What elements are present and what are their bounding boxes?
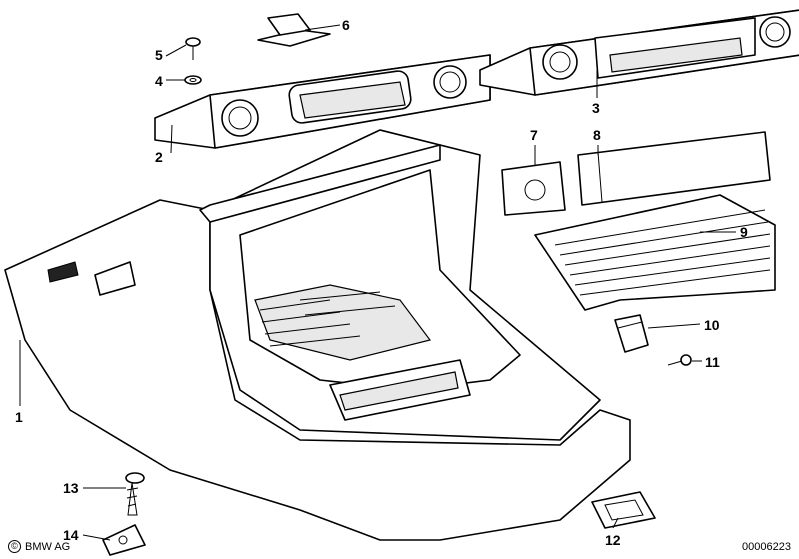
screw-part-11: [667, 354, 692, 366]
copyright-icon: ©: [8, 540, 21, 553]
callout-2: 2: [155, 149, 163, 165]
rear-bezel-part: [479, 9, 799, 96]
leader-lines: [19, 24, 736, 541]
callout-4: 4: [155, 73, 163, 89]
strip-part-8: [577, 131, 771, 206]
brand-name: BMW AG: [25, 540, 71, 553]
bracket-part-12: [591, 491, 656, 529]
copyright-notice: © BMW AG: [8, 540, 70, 553]
callout-3: 3: [592, 100, 600, 116]
washer-part-4: [184, 75, 202, 85]
screw-part-13: [125, 472, 145, 516]
callout-9: 9: [740, 224, 748, 240]
callout-labels: 1 2 3 4 5 6 7 8 9 10 11 12 13 14: [15, 17, 748, 548]
callout-8: 8: [593, 127, 601, 143]
knob-part-10: [614, 314, 649, 353]
callout-5: 5: [155, 47, 163, 63]
callout-1: 1: [15, 409, 23, 425]
clip-part-14: [102, 524, 146, 556]
callout-11: 11: [705, 354, 720, 370]
front-bezel-part: [154, 54, 491, 149]
callout-13: 13: [63, 480, 79, 496]
callout-10: 10: [704, 317, 720, 333]
callout-7: 7: [530, 127, 538, 143]
callout-12: 12: [605, 532, 621, 548]
screw-part-5: [185, 37, 201, 60]
callout-6: 6: [342, 17, 350, 33]
cover-plate-part-7: [501, 161, 566, 216]
grille-part-9: [534, 194, 776, 311]
center-console-part: [4, 129, 631, 541]
clip-part-6: [257, 13, 331, 47]
floor-ribs: [259, 291, 396, 347]
document-number: 00006223: [742, 541, 791, 553]
grille-slats: [554, 209, 771, 296]
callout-14: 14: [63, 527, 79, 543]
